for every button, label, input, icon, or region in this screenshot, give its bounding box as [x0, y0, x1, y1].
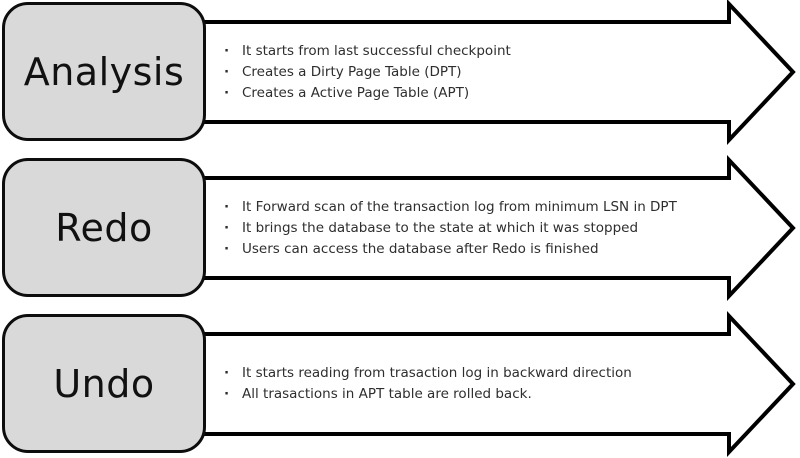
bullet-item: · It starts reading from trasaction log i… — [224, 363, 719, 384]
phase-box: Analysis — [2, 2, 206, 141]
phase-label: Redo — [55, 205, 153, 250]
bullet-text: Users can access the database after Redo… — [242, 240, 599, 257]
phase-label: Analysis — [23, 49, 185, 94]
bullet-list: · It starts from last successful checkpoi… — [224, 22, 719, 122]
bullet-item: · All trasactions in APT table are rolled… — [224, 384, 719, 405]
bullet-dot-icon: · — [224, 240, 230, 257]
bullet-dot-icon: · — [224, 365, 230, 381]
bullet-text: It starts from last successful checkpoin… — [242, 42, 511, 59]
right-arrow-shape — [198, 0, 796, 146]
bullet-item: · Users can access the database after Red… — [224, 239, 719, 260]
bullet-item: · Creates a Active Page Table (APT) — [224, 83, 719, 104]
bullet-dot-icon: · — [224, 42, 230, 59]
bullet-dot-icon: · — [224, 84, 230, 101]
bullet-dot-icon: · — [224, 386, 230, 402]
bullet-dot-icon: · — [224, 198, 230, 215]
bullet-item: · Creates a Dirty Page Table (DPT) — [224, 62, 719, 83]
bullet-text: It Forward scan of the transaction log f… — [242, 198, 677, 215]
bullet-dot-icon: · — [224, 219, 230, 236]
bullet-text: Creates a Active Page Table (APT) — [242, 84, 470, 101]
phase-box: Undo — [2, 314, 206, 453]
bullet-list: · It Forward scan of the transaction log … — [224, 178, 719, 278]
bullet-text: All trasactions in APT table are rolled … — [242, 386, 532, 402]
right-arrow-shape — [198, 310, 796, 458]
phase-row-analysis: Analysis · It starts from last successful… — [0, 0, 800, 146]
bullet-list: · It starts reading from trasaction log i… — [224, 334, 719, 434]
bullet-text: It brings the database to the state at w… — [242, 219, 639, 236]
bullet-text: Creates a Dirty Page Table (DPT) — [242, 63, 462, 80]
bullet-dot-icon: · — [224, 63, 230, 80]
phase-label: Undo — [53, 361, 155, 406]
bullet-item: · It brings the database to the state at … — [224, 218, 719, 239]
phase-row-redo: Redo · It Forward scan of the transaction… — [0, 154, 800, 302]
right-arrow-shape — [198, 154, 796, 302]
phase-box: Redo — [2, 158, 206, 297]
bullet-text: It starts reading from trasaction log in… — [242, 365, 632, 381]
bullet-item: · It Forward scan of the transaction log … — [224, 197, 719, 218]
phase-row-undo: Undo · It starts reading from trasaction … — [0, 310, 800, 458]
bullet-item: · It starts from last successful checkpoi… — [224, 41, 719, 62]
